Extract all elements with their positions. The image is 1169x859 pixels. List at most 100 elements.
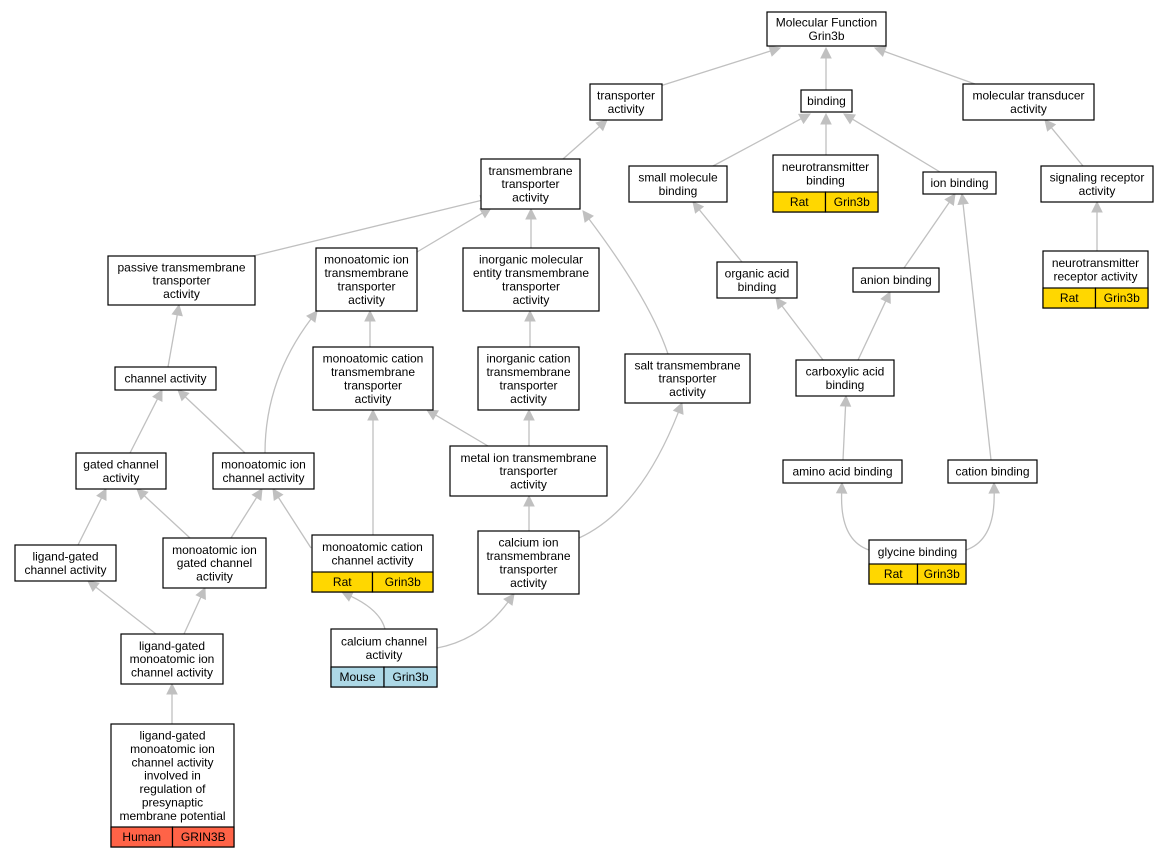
term-label-line: activity	[355, 392, 392, 406]
arrowhead-icon	[798, 113, 811, 125]
edge-imetta-to-tmta	[525, 207, 537, 248]
term-node-ionb[interactable]: ion binding	[922, 171, 997, 195]
edge-migca-to-gca	[136, 488, 191, 539]
edge-mcca-to-mica	[272, 488, 312, 549]
term-label-line: activity	[608, 102, 645, 116]
edge-layer	[77, 45, 1103, 724]
term-node-bind[interactable]: binding	[800, 89, 853, 113]
arrowhead-icon	[195, 586, 206, 600]
term-label-line: molecular transducer	[972, 89, 1084, 103]
edge-line	[1050, 127, 1084, 167]
term-box	[962, 83, 1095, 121]
edge-line	[903, 201, 950, 269]
edge-line	[167, 314, 178, 368]
edge-mta-to-mf	[873, 46, 976, 85]
term-node-citta[interactable]: calcium iontransmembranetransporteractiv…	[477, 530, 580, 595]
arrowhead-icon	[503, 593, 515, 606]
term-node-catb[interactable]: cation binding	[947, 459, 1038, 484]
edge-line	[852, 118, 941, 173]
term-label-line: membrane potential	[119, 809, 225, 823]
term-node-anb[interactable]: anion binding	[852, 267, 940, 293]
term-box	[852, 267, 940, 293]
edge-line	[77, 497, 103, 546]
species-label: Rat	[884, 567, 903, 581]
term-box	[716, 261, 798, 299]
term-node-mctta[interactable]: monoatomic cationtransmembranetransporte…	[312, 346, 434, 411]
edge-line	[712, 118, 802, 167]
edge-ntra-to-sra	[1091, 200, 1103, 251]
term-label-line: channel activity	[124, 372, 206, 386]
arrowhead-icon	[1091, 200, 1103, 213]
edge-ca-to-ptta	[167, 303, 183, 368]
term-box	[315, 247, 418, 312]
term-label-line: gated channel	[177, 556, 252, 570]
term-node-ca[interactable]: channel activity	[114, 366, 217, 391]
arrowhead-icon	[426, 409, 439, 421]
edge-line	[562, 126, 600, 160]
term-label-line: transmembrane	[488, 164, 572, 178]
edge-line	[129, 398, 159, 454]
species-label: Rat	[790, 195, 809, 209]
term-label-line: metal ion transmembrane	[460, 451, 596, 465]
edge-ictta-to-imetta	[524, 309, 536, 347]
term-label-line: signaling receptor	[1050, 171, 1145, 185]
term-label-line: anion binding	[860, 273, 931, 287]
term-label-line: transporter	[502, 279, 560, 293]
term-label-line: monoatomic cation	[323, 352, 424, 366]
edge-line	[95, 586, 157, 635]
term-label-line: salt transmembrane	[634, 358, 740, 372]
term-label-line: transmembrane	[486, 365, 570, 379]
term-node-aab[interactable]: amino acid binding	[782, 459, 903, 484]
term-label-line: ligand-gated	[32, 550, 98, 564]
edge-line	[840, 492, 870, 551]
edge-line	[183, 596, 202, 635]
arrowhead-icon	[251, 488, 263, 501]
term-label-line: transporter	[499, 378, 557, 392]
term-label-line: transporter	[597, 89, 655, 103]
edge-line	[962, 203, 992, 461]
term-box	[75, 452, 167, 490]
term-node-ictta[interactable]: inorganic cationtransmembranetransporter…	[477, 346, 580, 411]
term-node-mitta2[interactable]: metal ion transmembranetransporteractivi…	[449, 445, 608, 497]
term-box	[947, 459, 1038, 484]
term-box	[624, 353, 751, 404]
arrowhead-icon	[96, 488, 107, 501]
term-label-line: neurotransmitter	[782, 160, 869, 174]
edge-migca-to-mica	[230, 488, 263, 539]
edge-bind-to-mf	[820, 46, 832, 90]
gene-label: Grin3b	[834, 195, 870, 209]
arrowhead-icon	[525, 207, 537, 220]
edge-line	[659, 50, 771, 87]
edge-sra-to-mta	[1044, 119, 1084, 167]
term-label-line: binding	[807, 94, 846, 108]
arrowhead-icon	[136, 488, 149, 501]
edge-cca-to-mcca	[340, 591, 386, 630]
edge-cab-to-oab	[775, 297, 824, 361]
term-label-line: small molecule	[638, 171, 718, 185]
edge-line	[578, 412, 679, 539]
term-node-mitta[interactable]: monoatomic iontransmembranetransporterac…	[315, 247, 418, 312]
